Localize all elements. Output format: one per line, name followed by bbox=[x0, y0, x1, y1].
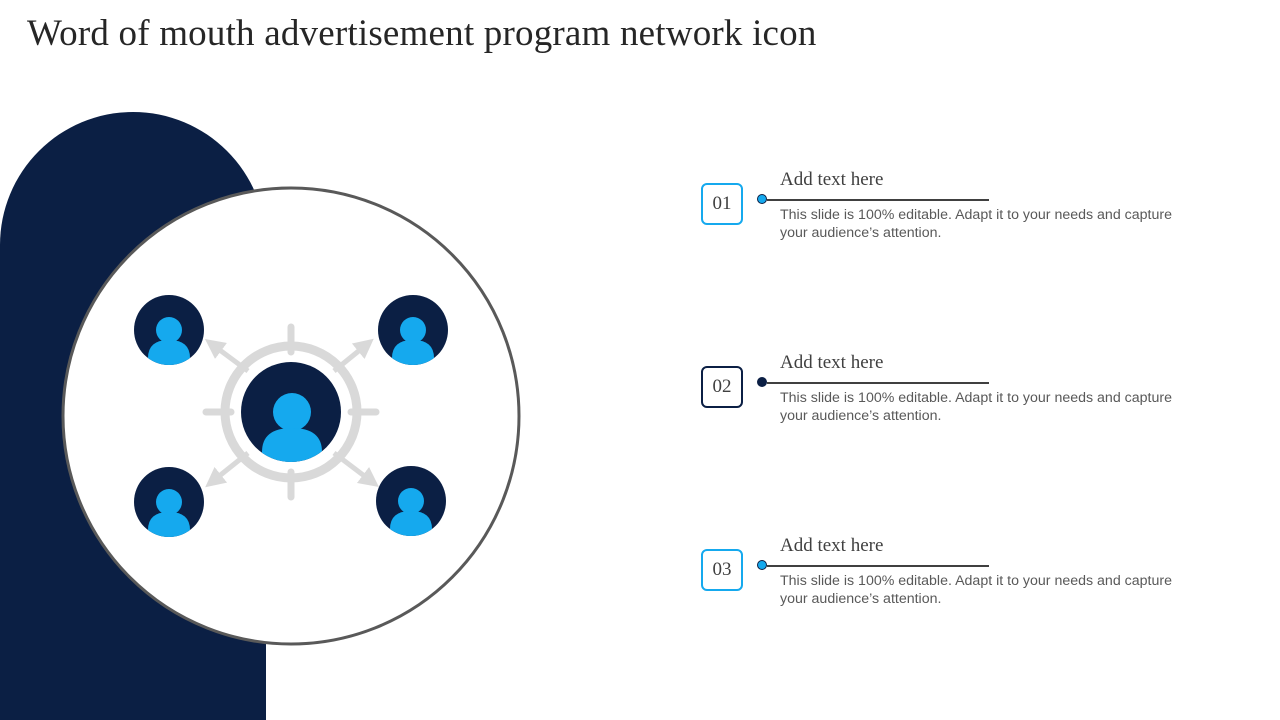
list-item-1: 01 Add text here This slide is 100% edit… bbox=[700, 169, 1220, 251]
item-number-badge: 02 bbox=[701, 366, 743, 408]
peer-user-icon-bottom-right bbox=[376, 466, 446, 536]
bullet-dot bbox=[757, 377, 767, 387]
divider-line bbox=[767, 199, 989, 201]
divider-line bbox=[767, 565, 989, 567]
item-number-badge: 03 bbox=[701, 549, 743, 591]
bullet-dot bbox=[757, 194, 767, 204]
list-item-2: 02 Add text here This slide is 100% edit… bbox=[700, 352, 1220, 434]
divider-line bbox=[767, 382, 989, 384]
item-description: This slide is 100% editable. Adapt it to… bbox=[780, 207, 1172, 241]
item-description: This slide is 100% editable. Adapt it to… bbox=[780, 390, 1172, 424]
item-heading: Add text here bbox=[780, 352, 884, 373]
item-description: This slide is 100% editable. Adapt it to… bbox=[780, 573, 1172, 607]
item-heading: Add text here bbox=[780, 535, 884, 556]
item-number-badge: 01 bbox=[701, 183, 743, 225]
slide-title: Word of mouth advertisement program netw… bbox=[27, 13, 817, 54]
item-heading: Add text here bbox=[780, 169, 884, 190]
network-graphic bbox=[0, 112, 521, 720]
peer-user-icon-top-right bbox=[378, 295, 448, 365]
crosshair-connector-icon bbox=[202, 323, 380, 501]
bullet-dot bbox=[757, 560, 767, 570]
list-item-3: 03 Add text here This slide is 100% edit… bbox=[700, 535, 1220, 617]
